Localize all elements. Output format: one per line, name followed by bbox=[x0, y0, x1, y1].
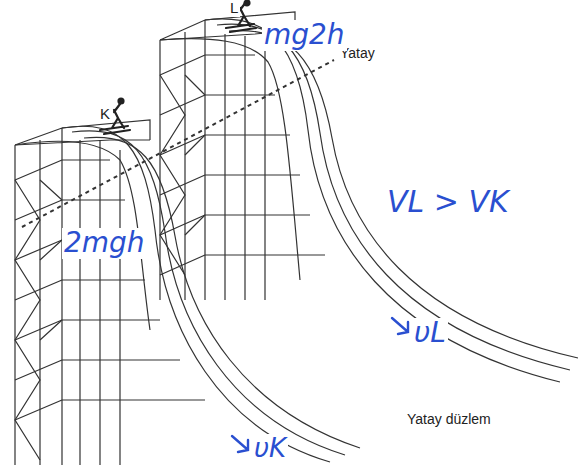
speed-comparison-note: VL > VK bbox=[385, 185, 511, 218]
point-label: K bbox=[98, 106, 112, 123]
speed-note: υK bbox=[252, 434, 288, 463]
point-label: L bbox=[228, 0, 240, 17]
speed-note: υL bbox=[412, 318, 448, 349]
plane-label: Yatay düzlem bbox=[405, 412, 493, 427]
energy-note: 2mgh bbox=[62, 228, 147, 259]
energy-note: mg2h bbox=[262, 20, 347, 51]
